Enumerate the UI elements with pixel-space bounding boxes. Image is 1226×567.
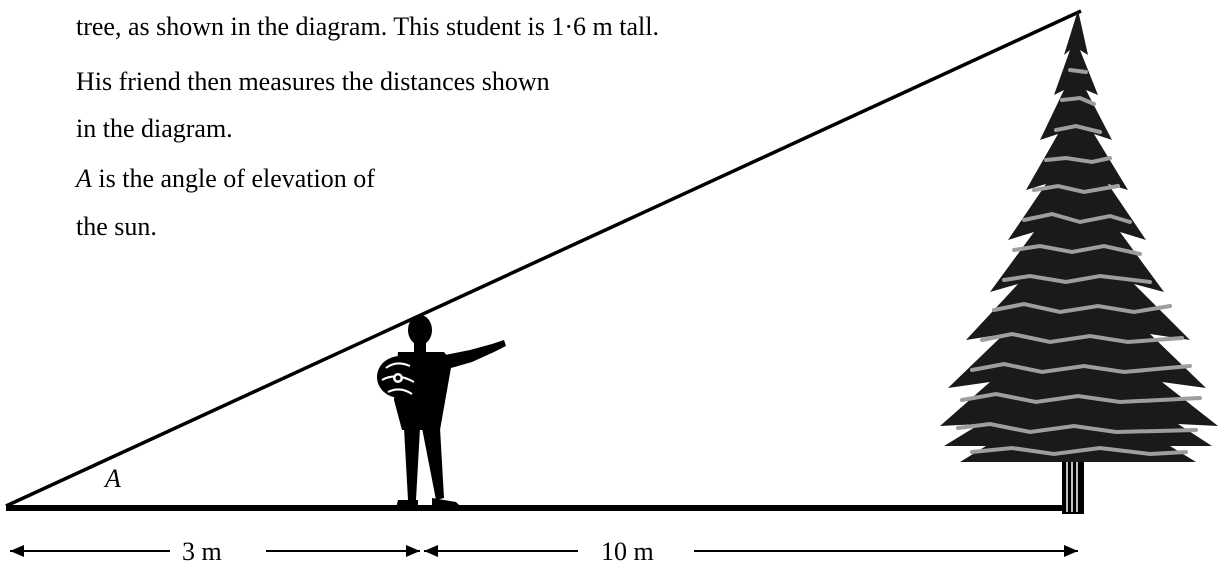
distance-label-student: 3 m (176, 537, 228, 567)
problem-text-line-1: tree, as shown in the diagram. This stud… (76, 12, 659, 41)
angle-variable: A (76, 164, 92, 193)
student-figure (377, 315, 506, 508)
angle-label: A (105, 464, 121, 493)
problem-text-line-5: the sun. (76, 212, 157, 241)
tree-icon (940, 10, 1218, 462)
distance-label-tree: 10 m (595, 537, 660, 567)
sun-ray-line (5, 9, 1082, 508)
problem-text-line-4-rest: is the angle of elevation of (91, 164, 375, 193)
problem-text-line-4: A is the angle of elevation of (76, 164, 375, 194)
tree-trunk (1062, 458, 1084, 514)
problem-text-line-2: His friend then measures the distances s… (76, 67, 550, 96)
problem-text-line-3: in the diagram. (76, 114, 233, 143)
